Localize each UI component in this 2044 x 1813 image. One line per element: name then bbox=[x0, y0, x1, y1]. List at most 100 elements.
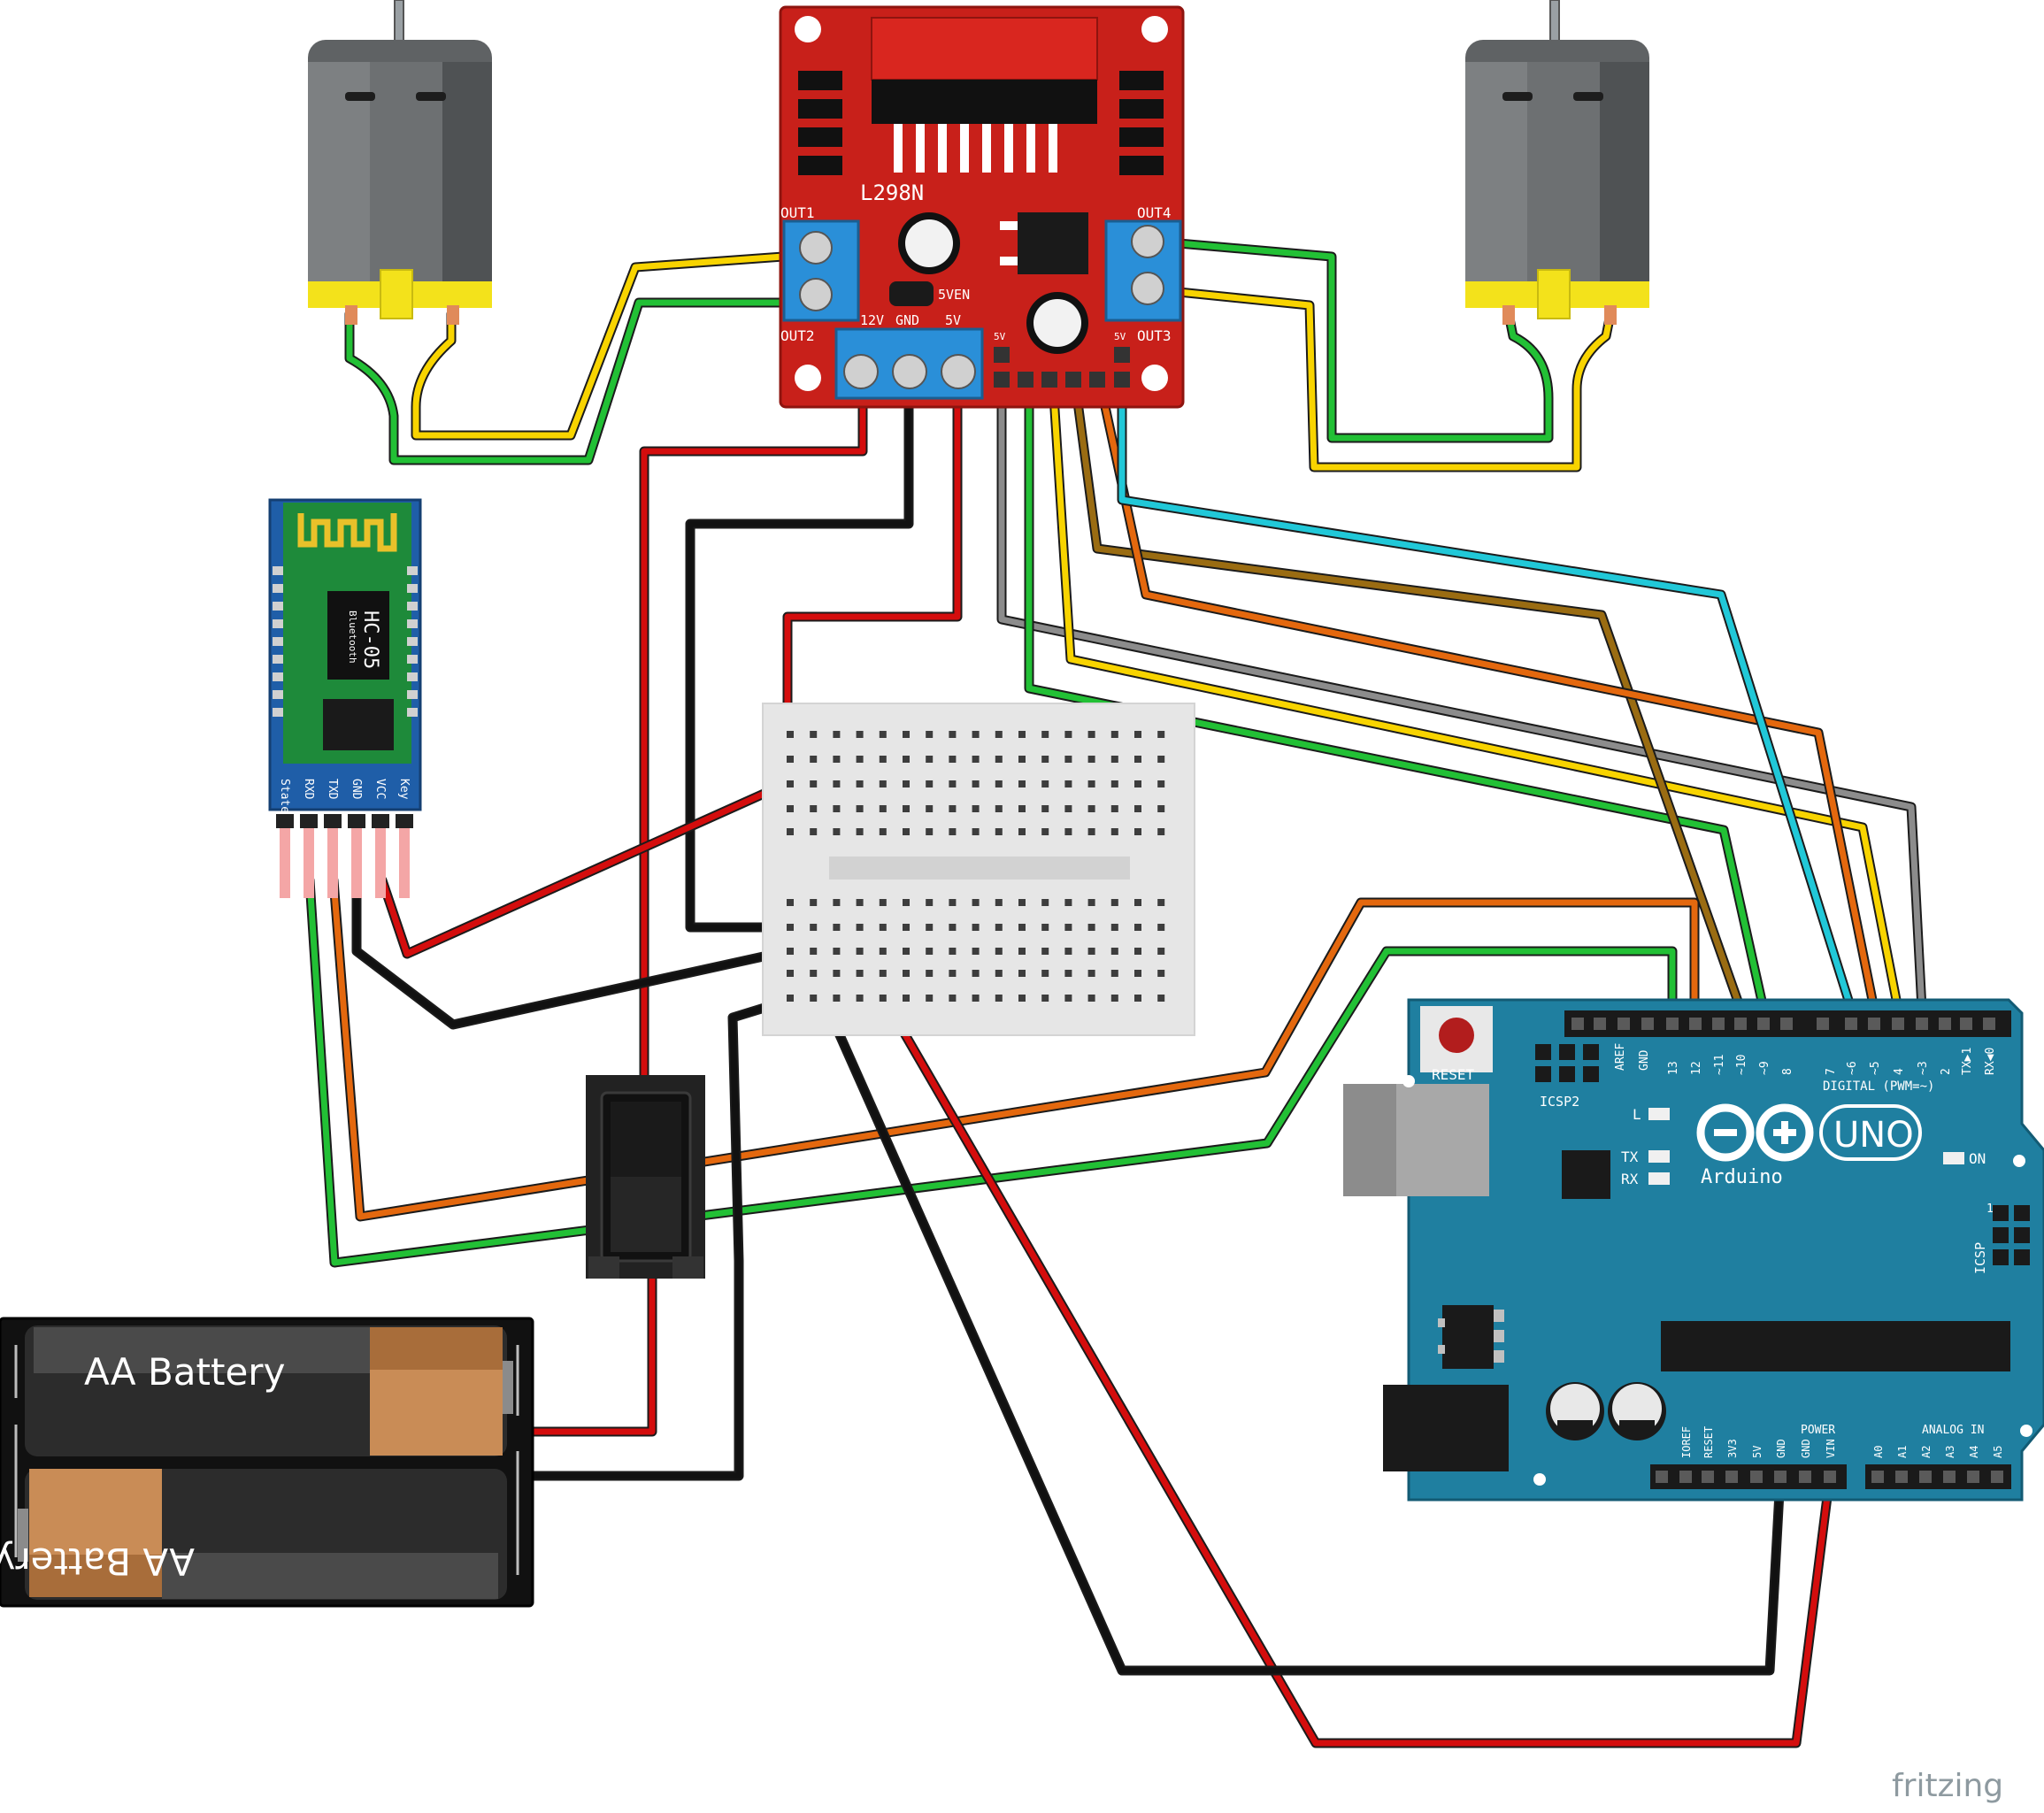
header-pin bbox=[1689, 1018, 1702, 1030]
breadboard-hole bbox=[833, 756, 841, 763]
breadboard-hole bbox=[1064, 805, 1072, 812]
breadboard-hole bbox=[787, 899, 794, 906]
breadboard-hole bbox=[926, 756, 934, 763]
breadboard-hole bbox=[1134, 780, 1141, 787]
digital-pin-label: 12 bbox=[1690, 1061, 1703, 1075]
breadboard-hole bbox=[833, 731, 841, 738]
breadboard-hole bbox=[1087, 995, 1095, 1002]
digital-pin-label: ~5 bbox=[1869, 1061, 1882, 1075]
breadboard-hole bbox=[949, 731, 957, 738]
power-switch[interactable] bbox=[586, 1075, 705, 1279]
wire-bt-gnd bbox=[353, 877, 791, 1028]
breadboard-hole bbox=[1064, 899, 1072, 906]
power-pin-label: VIN bbox=[1825, 1439, 1837, 1458]
header-pin bbox=[1712, 1018, 1725, 1030]
breadboard-hole bbox=[1087, 948, 1095, 955]
breadboard-hole bbox=[972, 731, 980, 738]
arduino-power-label: POWER bbox=[1801, 1424, 1835, 1437]
breadboard-hole bbox=[810, 780, 818, 787]
breadboard-hole bbox=[1087, 970, 1095, 977]
breadboard-hole bbox=[879, 828, 887, 835]
breadboard-hole bbox=[856, 828, 864, 835]
breadboard-hole bbox=[810, 948, 818, 955]
breadboard-hole bbox=[1041, 899, 1049, 906]
arduino-brand-label: Arduino bbox=[1701, 1166, 1783, 1188]
breadboard-hole bbox=[903, 731, 910, 738]
breadboard-hole bbox=[926, 805, 934, 812]
digital-pin-label: 2 bbox=[1940, 1068, 1953, 1075]
header-pin bbox=[1868, 1018, 1880, 1030]
breadboard-hole bbox=[903, 948, 910, 955]
header-pin bbox=[1702, 1471, 1714, 1483]
breadboard-hole bbox=[926, 995, 934, 1002]
breadboard-hole bbox=[856, 948, 864, 955]
breadboard-hole bbox=[856, 970, 864, 977]
breadboard-hole bbox=[1157, 731, 1165, 738]
breadboard-hole bbox=[810, 970, 818, 977]
breadboard-hole bbox=[833, 970, 841, 977]
wire-in3 bbox=[1072, 379, 1744, 1012]
breadboard-hole bbox=[833, 924, 841, 931]
wire-in1 bbox=[1026, 379, 1767, 1012]
breadboard-hole bbox=[810, 731, 818, 738]
motor-left bbox=[308, 0, 492, 325]
breadboard-hole bbox=[856, 995, 864, 1002]
breadboard-hole bbox=[995, 780, 1003, 787]
driver-5v-label: 5V bbox=[945, 312, 961, 328]
breadboard-hole bbox=[1041, 828, 1049, 835]
breadboard-hole bbox=[1110, 805, 1118, 812]
breadboard-hole bbox=[1134, 899, 1141, 906]
breadboard-hole bbox=[833, 995, 841, 1002]
breadboard-hole bbox=[1041, 731, 1049, 738]
header-pin bbox=[1750, 1471, 1763, 1483]
header-pin bbox=[1960, 1018, 1972, 1030]
breadboard-hole bbox=[879, 780, 887, 787]
breadboard-hole bbox=[1157, 756, 1165, 763]
breadboard-hole bbox=[1134, 805, 1141, 812]
wire-in2 bbox=[1049, 379, 1902, 1012]
breadboard-hole bbox=[1134, 828, 1141, 835]
breadboard-hole bbox=[903, 756, 910, 763]
breadboard-hole bbox=[879, 948, 887, 955]
breadboard-hole bbox=[1064, 924, 1072, 931]
power-pin-label: GND bbox=[1800, 1439, 1812, 1458]
breadboard-hole bbox=[1041, 756, 1049, 763]
breadboard-hole bbox=[787, 780, 794, 787]
wire-bt-rxd bbox=[306, 877, 1676, 1266]
analog-pin-label: A0 bbox=[1872, 1446, 1885, 1458]
breadboard-hole bbox=[972, 948, 980, 955]
digital-pin-label: 8 bbox=[1781, 1068, 1794, 1075]
header-pin bbox=[1594, 1018, 1606, 1030]
breadboard-hole bbox=[1018, 805, 1026, 812]
header-pin bbox=[1983, 1018, 1995, 1030]
breadboard-hole bbox=[949, 970, 957, 977]
power-pin-label: IOREF bbox=[1680, 1426, 1693, 1458]
wire-bt-txd bbox=[330, 877, 1698, 1220]
breadboard-hole bbox=[787, 828, 794, 835]
breadboard-hole bbox=[1157, 995, 1165, 1002]
motor-right bbox=[1465, 0, 1649, 325]
breadboard-hole bbox=[787, 948, 794, 955]
breadboard-hole bbox=[787, 731, 794, 738]
digital-pin-label: 7 bbox=[1825, 1068, 1838, 1075]
breadboard-hole bbox=[972, 828, 980, 835]
bt-pin-key: Key bbox=[397, 779, 411, 800]
header-pin bbox=[1780, 1018, 1793, 1030]
breadboard-hole bbox=[1064, 970, 1072, 977]
breadboard-hole bbox=[1041, 805, 1049, 812]
l298n-driver: L298N OUT1 OUT4 OUT2 OUT3 5VEN 12V GND 5… bbox=[779, 5, 1185, 409]
digital-pin-label: ~9 bbox=[1758, 1061, 1771, 1075]
breadboard-hole bbox=[995, 899, 1003, 906]
breadboard-hole bbox=[1041, 924, 1049, 931]
breadboard-hole bbox=[972, 805, 980, 812]
header-pin bbox=[1571, 1018, 1584, 1030]
header-pin bbox=[1656, 1471, 1668, 1483]
bt-pin-vcc: VCC bbox=[373, 779, 387, 799]
breadboard-hole bbox=[833, 828, 841, 835]
arduino-aref-label: AREF bbox=[1614, 1043, 1627, 1071]
breadboard-hole bbox=[949, 780, 957, 787]
power-pin-label: 3V3 bbox=[1726, 1439, 1739, 1458]
analog-pin-label: A2 bbox=[1920, 1446, 1933, 1458]
wire-ena bbox=[998, 379, 1925, 1012]
